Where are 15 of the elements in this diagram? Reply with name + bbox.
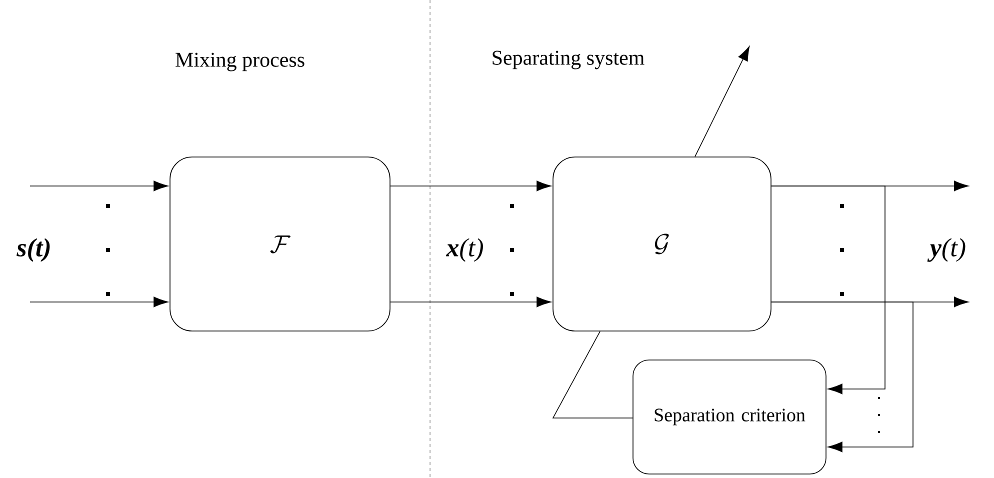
arrow	[694, 46, 750, 157]
heading: Mixing process	[176, 52, 304, 72]
heading: Separating system	[492, 50, 644, 70]
separating-block: $\mathcal{G}$	[552, 156, 772, 332]
arrow	[771, 186, 886, 394]
criterion-box: Separation criterion	[632, 360, 826, 474]
arrow	[771, 302, 914, 452]
signal-label: x(t)	[446, 238, 483, 262]
arrow	[390, 296, 552, 308]
signal-label: y(t)	[927, 238, 966, 262]
arrow	[30, 180, 168, 192]
arrow	[30, 296, 168, 308]
arrow	[390, 180, 552, 192]
mixing-block: $\mathcal{F}$	[170, 156, 390, 332]
signal-label: s(t)	[16, 238, 50, 262]
